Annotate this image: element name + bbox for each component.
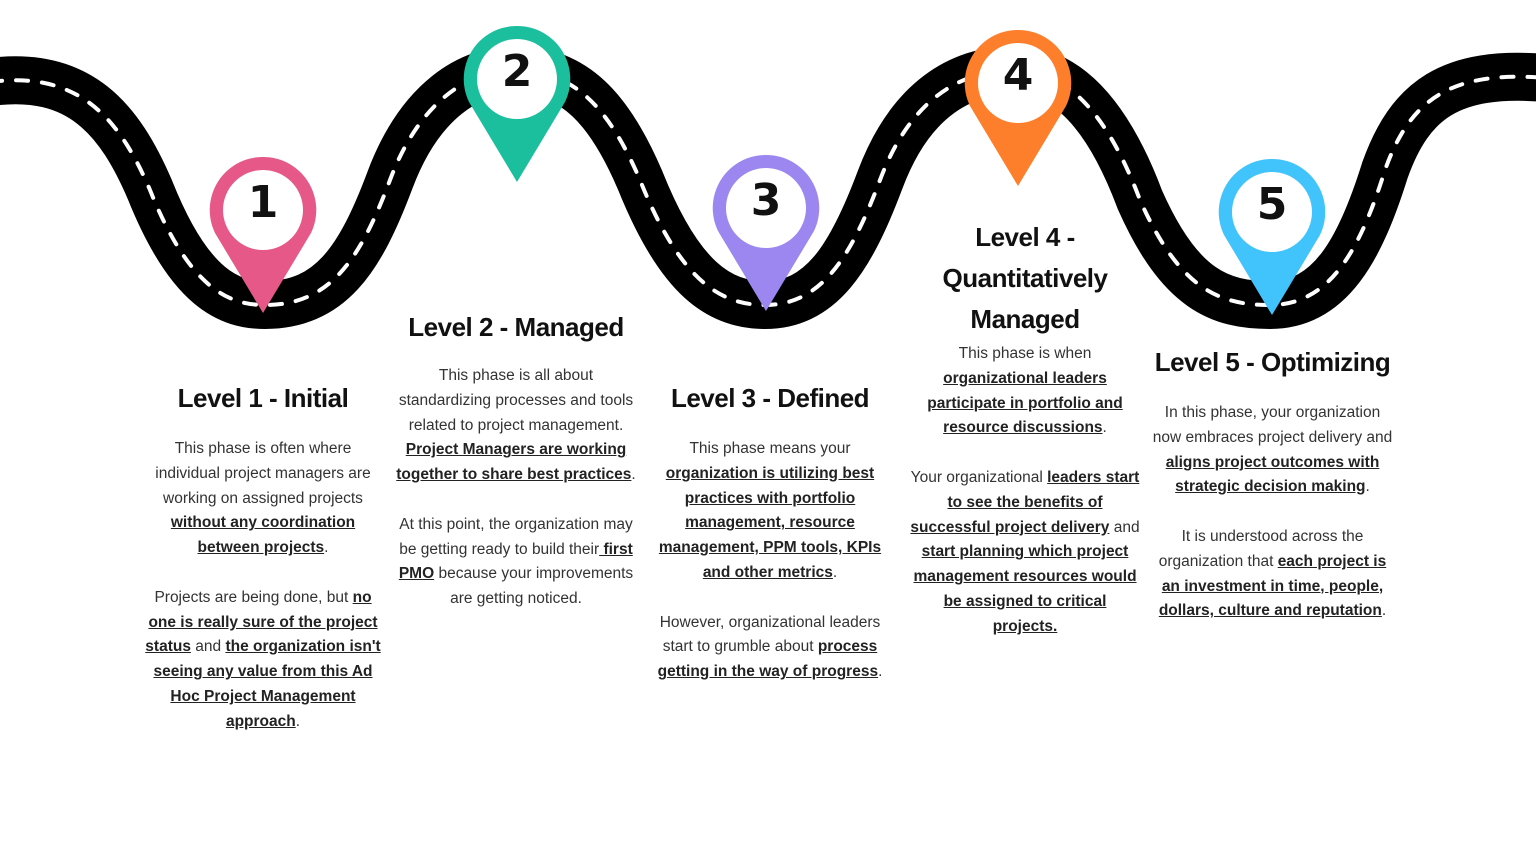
- emphasized-text: Project Managers are working together to…: [396, 441, 632, 484]
- emphasized-text: each project is an investment in time, p…: [1158, 552, 1387, 620]
- pin-3: 3: [711, 153, 821, 313]
- level-5-card: Level 5 - Optimizing In this phase, your…: [1150, 342, 1395, 624]
- emphasized-text: aligns project outcomes with strategic d…: [1165, 453, 1380, 496]
- pin-number: 3: [750, 175, 782, 226]
- pin-2: 2: [462, 24, 572, 184]
- map-pin-icon: [209, 156, 317, 313]
- body-text: This phase is when: [958, 345, 1092, 362]
- body-text: Projects are being done, but: [154, 588, 353, 606]
- emphasized-text: start planning which project management …: [913, 543, 1137, 635]
- level-description-1: This phase is when organizational leader…: [910, 342, 1140, 441]
- level-description-1: In this phase, your organization now emb…: [1150, 401, 1395, 500]
- level-title: Level 1 - Initial: [177, 383, 349, 413]
- level-title: Level 2 - Managed: [408, 312, 624, 342]
- emphasized-text: no one is really sure of the project sta…: [145, 588, 378, 656]
- level-1-card: Level 1 - Initial This phase is often wh…: [143, 378, 383, 735]
- level-description-2: Your organizational leaders start to see…: [910, 466, 1140, 640]
- body-text: In this phase, your organization now emb…: [1152, 404, 1393, 446]
- level-description-1: This phase means your organization is ut…: [652, 437, 888, 586]
- body-text: .: [1381, 602, 1387, 620]
- body-text: .: [1102, 419, 1107, 437]
- level-description-2: However, organizational leaders start to…: [652, 611, 888, 685]
- body-text: This phase means your: [689, 440, 851, 457]
- pin-number: 2: [501, 46, 533, 97]
- level-description-1: This phase is all about standardizing pr…: [396, 364, 636, 488]
- body-text: because your improvements are getting no…: [434, 565, 634, 608]
- level-4-card: Level 4 - Quantitatively Managed This ph…: [910, 217, 1140, 640]
- level-title: Level 3 - Defined: [670, 383, 870, 413]
- body-text: This phase is all about standardizing pr…: [398, 367, 634, 434]
- body-text: .: [832, 563, 838, 581]
- emphasized-text: first PMO: [398, 540, 633, 583]
- level-3-card: Level 3 - Defined This phase means your …: [652, 378, 888, 685]
- emphasized-text: the organization isn't seeing any value …: [153, 638, 381, 730]
- map-pin-icon: [964, 29, 1072, 187]
- level-description-1: This phase is often where individual pro…: [143, 437, 383, 561]
- body-text: .: [878, 663, 883, 681]
- pin-1: 1: [208, 155, 318, 315]
- level-2-card: Level 2 - Managed This phase is all abou…: [396, 307, 636, 612]
- emphasized-text: organization is utilizing best practices…: [658, 464, 882, 581]
- body-text: Your organizational: [910, 468, 1048, 486]
- body-text: and: [190, 638, 226, 656]
- pin-number: 5: [1256, 179, 1288, 230]
- map-pin-icon: [712, 154, 820, 311]
- body-text: However, organizational leaders start to…: [659, 613, 881, 656]
- body-text: .: [1365, 478, 1370, 496]
- emphasized-text: leaders start to see the benefits of suc…: [910, 468, 1140, 536]
- map-pin-icon: [1218, 158, 1326, 315]
- map-pin-icon: [463, 25, 571, 183]
- body-text: and: [1109, 518, 1140, 536]
- pin-4: 4: [963, 28, 1073, 188]
- emphasized-text: organizational leaders participate in po…: [927, 369, 1123, 437]
- body-text: .: [631, 466, 636, 484]
- body-text: It is understood across the organization…: [1158, 527, 1364, 570]
- emphasized-text: without any coordination between project…: [170, 514, 356, 557]
- emphasized-text: process getting in the way of progress: [657, 638, 879, 681]
- pin-number: 4: [1002, 50, 1034, 101]
- level-description-2: Projects are being done, but no one is r…: [143, 586, 383, 735]
- body-text: .: [324, 539, 329, 557]
- level-description-2: It is understood across the organization…: [1150, 525, 1395, 624]
- level-title: Level 5 - Optimizing: [1154, 347, 1391, 377]
- pin-5: 5: [1217, 157, 1327, 317]
- body-text: .: [295, 712, 301, 730]
- level-title: Level 4 - Quantitatively Managed: [942, 222, 1108, 334]
- pin-number: 1: [247, 177, 279, 228]
- body-text: This phase is often where individual pro…: [155, 440, 371, 507]
- level-description-2: At this point, the organization may be g…: [396, 513, 636, 612]
- body-text: At this point, the organization may be g…: [399, 515, 633, 558]
